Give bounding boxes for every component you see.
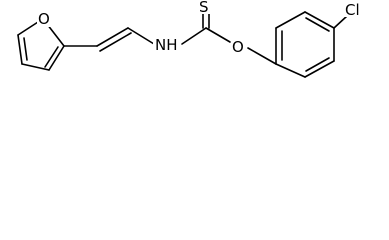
bond-nitrogen-carbon (181, 27, 207, 45)
bond-furan-c4-c5 (17, 34, 23, 65)
furan-oxygen-label: O (38, 10, 50, 28)
thione-sulfur-label: S (199, 0, 209, 16)
bond-vinyl-double-inner (99, 32, 132, 52)
furan-ring (17, 21, 65, 71)
bond-ring-4 (304, 11, 335, 29)
ester-oxygen-label: O (232, 38, 244, 56)
bond-furan-c5-o (17, 21, 39, 36)
bond-ring-1 (275, 63, 306, 78)
nitrogen-label: NH (155, 36, 178, 54)
bond-ring-5 (275, 11, 306, 29)
bond-furan-o-c2 (46, 23, 65, 47)
bond-furan-c4-c5-double (23, 37, 28, 61)
bond-furan-c2-c3 (48, 45, 65, 71)
bond-ring-4-inner (305, 17, 330, 32)
bond-oxygen-ring (247, 47, 277, 65)
chlorine-label: Cl (345, 1, 360, 19)
chlorophenyl-ring (275, 11, 335, 78)
bond-carbon-oxygen (205, 27, 231, 43)
chemical-structure: O NH S O Cl (17, 0, 364, 78)
bond-vinyl-double (96, 27, 129, 47)
bond-furan-c2-c3-double (44, 46, 59, 68)
bond-ring-chlorine (333, 15, 348, 29)
bond-vinyl-nitrogen (127, 27, 155, 45)
bond-ring-2-inner (305, 57, 330, 72)
bond-ring-2 (304, 60, 335, 78)
bond-furan-c3-c4 (21, 63, 50, 71)
